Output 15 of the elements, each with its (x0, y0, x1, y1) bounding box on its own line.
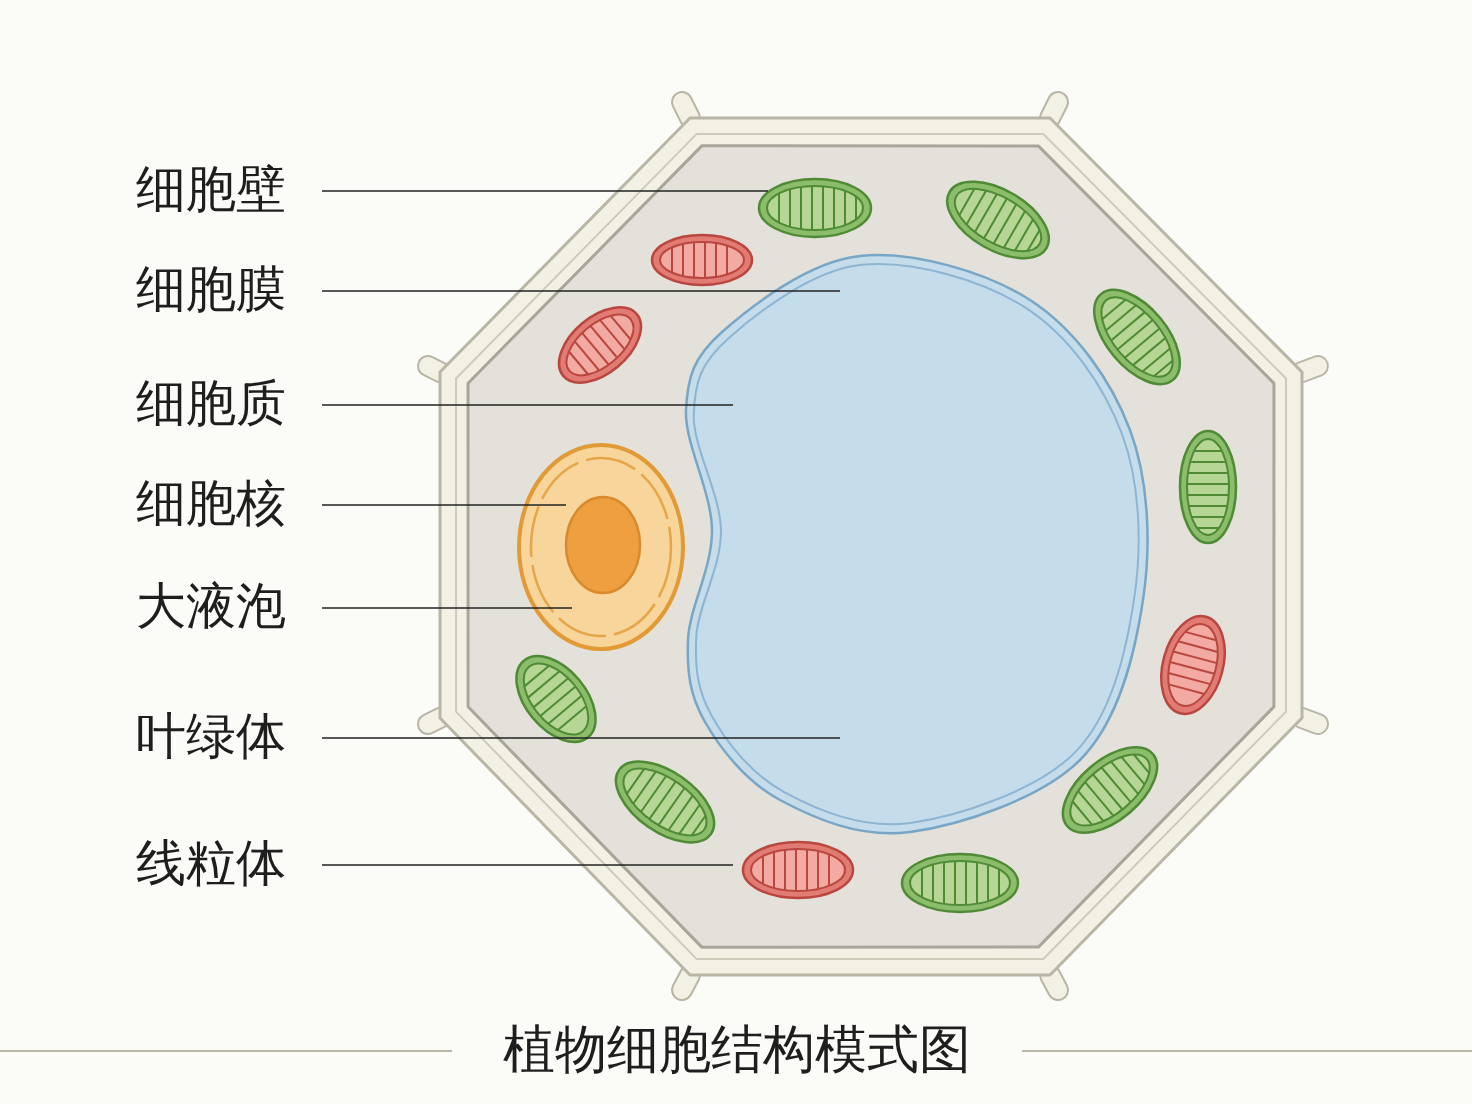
caption: 植物细胞结构模式图 (503, 1018, 971, 1081)
leader-line (321, 404, 734, 406)
part-label: 细胞质 (136, 373, 286, 433)
leader-line (321, 607, 573, 609)
leader-line (321, 504, 567, 506)
leader-line (321, 864, 734, 866)
part-label: 细胞壁 (136, 159, 286, 219)
part-label: 大液泡 (136, 576, 286, 636)
part-label: 细胞膜 (136, 259, 286, 319)
leader-line (321, 190, 769, 192)
part-label: 线粒体 (136, 833, 286, 893)
part-label: 细胞核 (136, 473, 286, 533)
part-label: 叶绿体 (136, 706, 286, 766)
leader-line (321, 737, 841, 739)
leader-line (321, 290, 841, 292)
